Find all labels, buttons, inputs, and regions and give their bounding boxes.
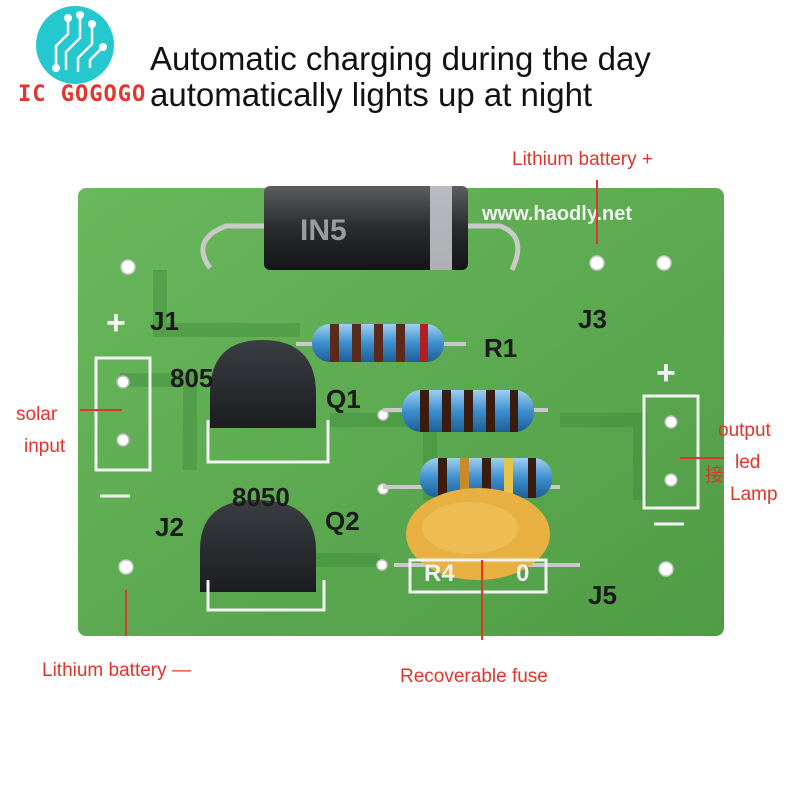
label-lithium-battery-plus: Lithium battery + xyxy=(512,149,653,170)
circuit-icon xyxy=(52,11,107,72)
label-input: input xyxy=(24,436,66,457)
diode xyxy=(264,186,468,270)
headline-line-1: Automatic charging during the day xyxy=(150,40,651,77)
headline-line-2: automatically lights up at night xyxy=(150,76,593,113)
board-label-j3: J3 xyxy=(578,304,607,334)
label-lamp: Lamp xyxy=(730,484,778,505)
mounting-holes xyxy=(118,255,674,577)
label-connect-char: 接 xyxy=(705,465,725,486)
diode-cathode-band xyxy=(430,186,452,270)
board-label-r1: R1 xyxy=(484,333,518,363)
board-label-q1-part: 805 xyxy=(170,363,214,393)
transistor-q2 xyxy=(200,500,316,592)
label-led: led xyxy=(735,452,761,473)
board-plus-left: + xyxy=(106,304,126,342)
board-label-q2: Q2 xyxy=(325,506,360,536)
label-output: output xyxy=(718,420,771,441)
label-lithium-battery-minus: Lithium battery — xyxy=(42,660,191,681)
board-minus-left: — xyxy=(100,478,130,511)
diode-lead-left xyxy=(200,223,272,270)
board-website-text: www.haodly.net xyxy=(482,203,633,225)
board-label-j1: J1 xyxy=(150,306,179,336)
board-minus-right: — xyxy=(654,506,684,539)
label-solar: solar xyxy=(16,404,58,425)
logo-circle-icon xyxy=(36,6,114,84)
output-connector-outline xyxy=(642,394,700,510)
board-label-q1: Q1 xyxy=(326,384,361,414)
board-label-j5: J5 xyxy=(588,580,617,610)
board-label-zero: 0 xyxy=(516,560,530,587)
label-recoverable-fuse: Recoverable fuse xyxy=(400,666,548,687)
transistor-q1 xyxy=(210,340,316,428)
logo-text: IC GOGOGO xyxy=(18,82,147,107)
board-label-j2: J2 xyxy=(155,512,184,542)
board-plus-right: + xyxy=(656,354,676,392)
diode-lead-right xyxy=(462,223,521,272)
board-label-r4: R4 xyxy=(424,560,455,587)
board-label-q2-part: 8050 xyxy=(232,482,290,512)
diode-marking: IN5 xyxy=(300,214,347,247)
solar-input-connector-outline xyxy=(94,356,152,472)
